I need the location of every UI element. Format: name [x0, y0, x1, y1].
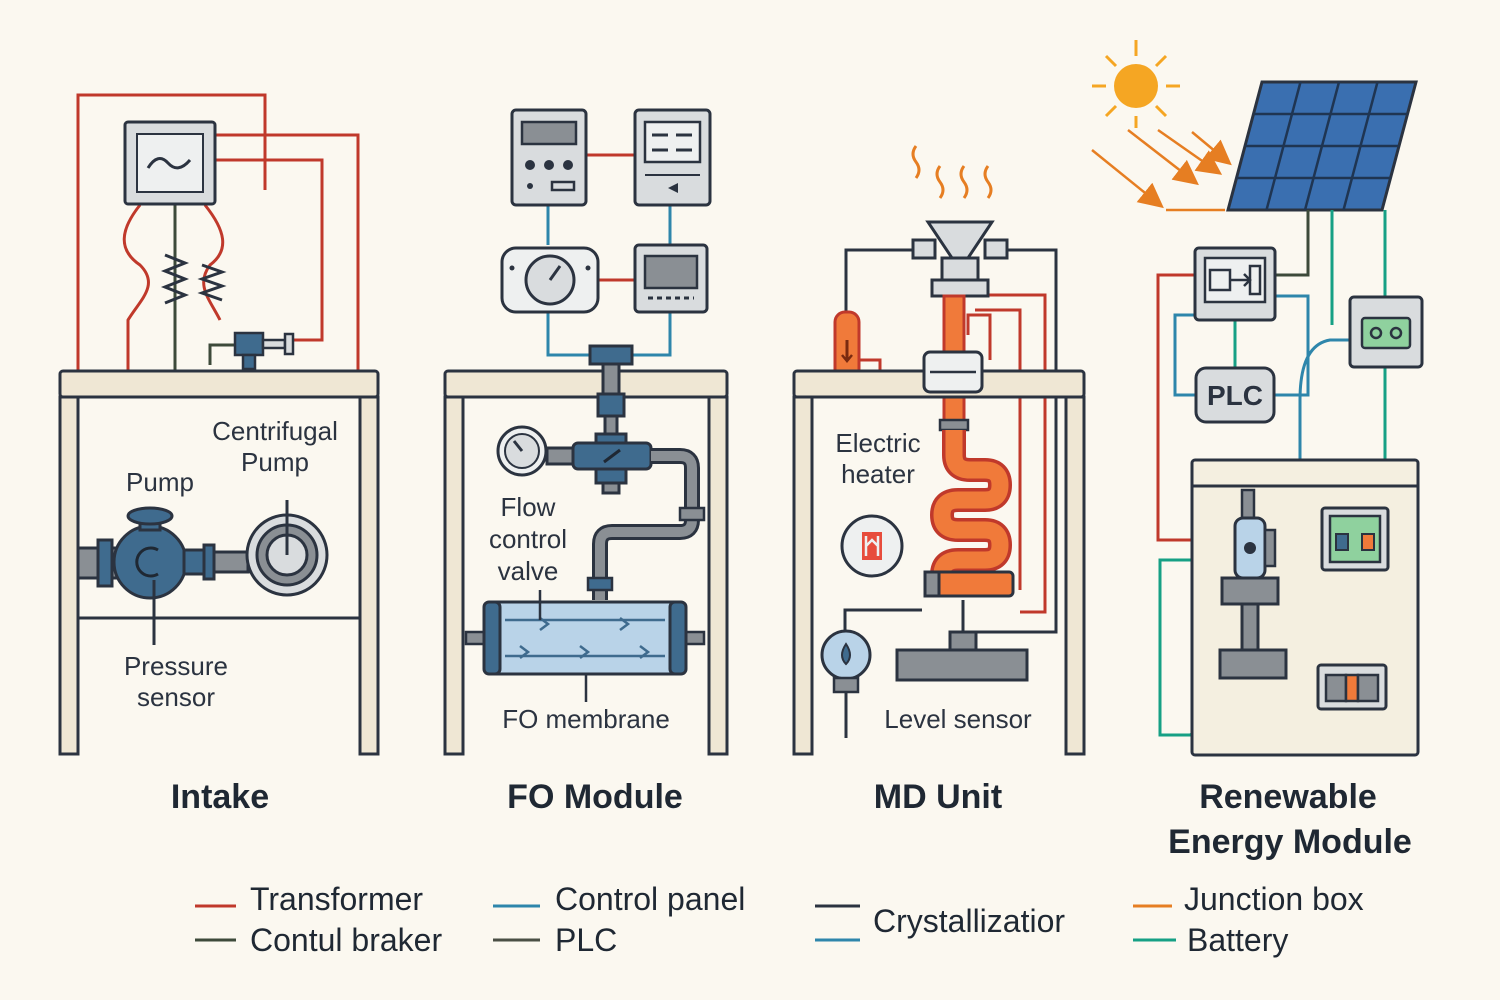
legend: Transformer Contul braker Control panel … [195, 881, 1364, 958]
monitor-display [633, 243, 709, 314]
pressure-label-2: sensor [137, 682, 215, 712]
flow-label-3: valve [498, 556, 559, 586]
renewable-title-2: Energy Module [1168, 823, 1412, 861]
condenser-funnel-icon [911, 220, 1009, 298]
battery-icon [1316, 663, 1388, 711]
centrifugal-label-1: Centrifugal [212, 416, 338, 446]
pump-icon [76, 506, 250, 645]
intake-module: Centrifugal Pump Pump Pressure sensor In… [58, 93, 380, 816]
pressure-label-1: Pressure [124, 651, 228, 681]
legend-label: Contul braker [250, 922, 442, 958]
intake-table [58, 369, 380, 756]
flow-label-2: control [489, 524, 567, 554]
heater-label-1: Electric [835, 428, 920, 458]
controller-left [510, 108, 588, 207]
fo-table [443, 369, 729, 756]
centrifugal-label-2: Pump [241, 447, 309, 477]
fo-module: Flow control valve FO membrane FO Module [443, 108, 729, 816]
level-sensor-icon [820, 629, 872, 738]
heater-label-2: heater [841, 459, 915, 489]
md-unit-title: MD Unit [874, 778, 1002, 816]
legend-label: PLC [555, 922, 617, 958]
electric-heater-icon [840, 514, 904, 578]
resistor-icon [160, 253, 227, 305]
controller-right [633, 108, 712, 207]
fo-module-title: FO Module [507, 778, 683, 816]
solar-panel-icon [1226, 80, 1418, 212]
centrifugal-pump-icon [245, 500, 329, 597]
legend-label: Crystallizatior [873, 903, 1065, 939]
switch-panel-icon [1320, 506, 1390, 572]
md-unit-module: Electric heater Level sensor MD Unit [792, 145, 1086, 816]
fo-membrane-label: FO membrane [502, 704, 670, 734]
heat-waves-icon [911, 145, 993, 199]
fo-membrane-icon [464, 590, 706, 702]
flow-label-1: Flow [501, 492, 556, 522]
plc-label: PLC [1207, 380, 1263, 411]
inverter-box [1193, 246, 1277, 322]
legend-item-battery: Battery [1133, 922, 1288, 958]
legend-label: Transformer [250, 881, 423, 917]
legend-label: Control panel [555, 881, 745, 917]
heating-coil-icon [923, 430, 1015, 598]
level-sensor-label: Level sensor [884, 704, 1032, 734]
legend-label: Battery [1187, 922, 1288, 958]
generator-stack-icon [1218, 488, 1288, 680]
renewable-cabinet [1190, 458, 1420, 757]
sun-icon [1092, 40, 1180, 128]
legend-item-plc: PLC [493, 922, 617, 958]
pump-label: Pump [126, 467, 194, 497]
renewable-title-1: Renewable [1199, 778, 1377, 816]
plc-box: PLC [1194, 366, 1276, 424]
renewable-module: PLC [1091, 40, 1424, 861]
small-valve-icon [233, 331, 295, 371]
intake-title: Intake [171, 778, 269, 816]
gauge-box [500, 246, 600, 314]
pressure-gauge-icon [496, 425, 548, 477]
legend-item-crystallization: Crystallizatior [815, 903, 1065, 942]
legend-item-circuit-breaker: Contul braker [195, 922, 442, 958]
socket-box-icon [1348, 295, 1424, 369]
fo-wires [546, 153, 672, 357]
flow-control-valve-icon [545, 344, 653, 495]
legend-item-transformer: Transformer [195, 881, 423, 917]
intake-wires [76, 93, 360, 370]
sunlight-arrows [1091, 128, 1232, 212]
legend-label: Junction box [1184, 881, 1364, 917]
legend-item-control-panel: Control panel [493, 881, 745, 917]
legend-item-junction-box: Junction box [1133, 881, 1364, 917]
